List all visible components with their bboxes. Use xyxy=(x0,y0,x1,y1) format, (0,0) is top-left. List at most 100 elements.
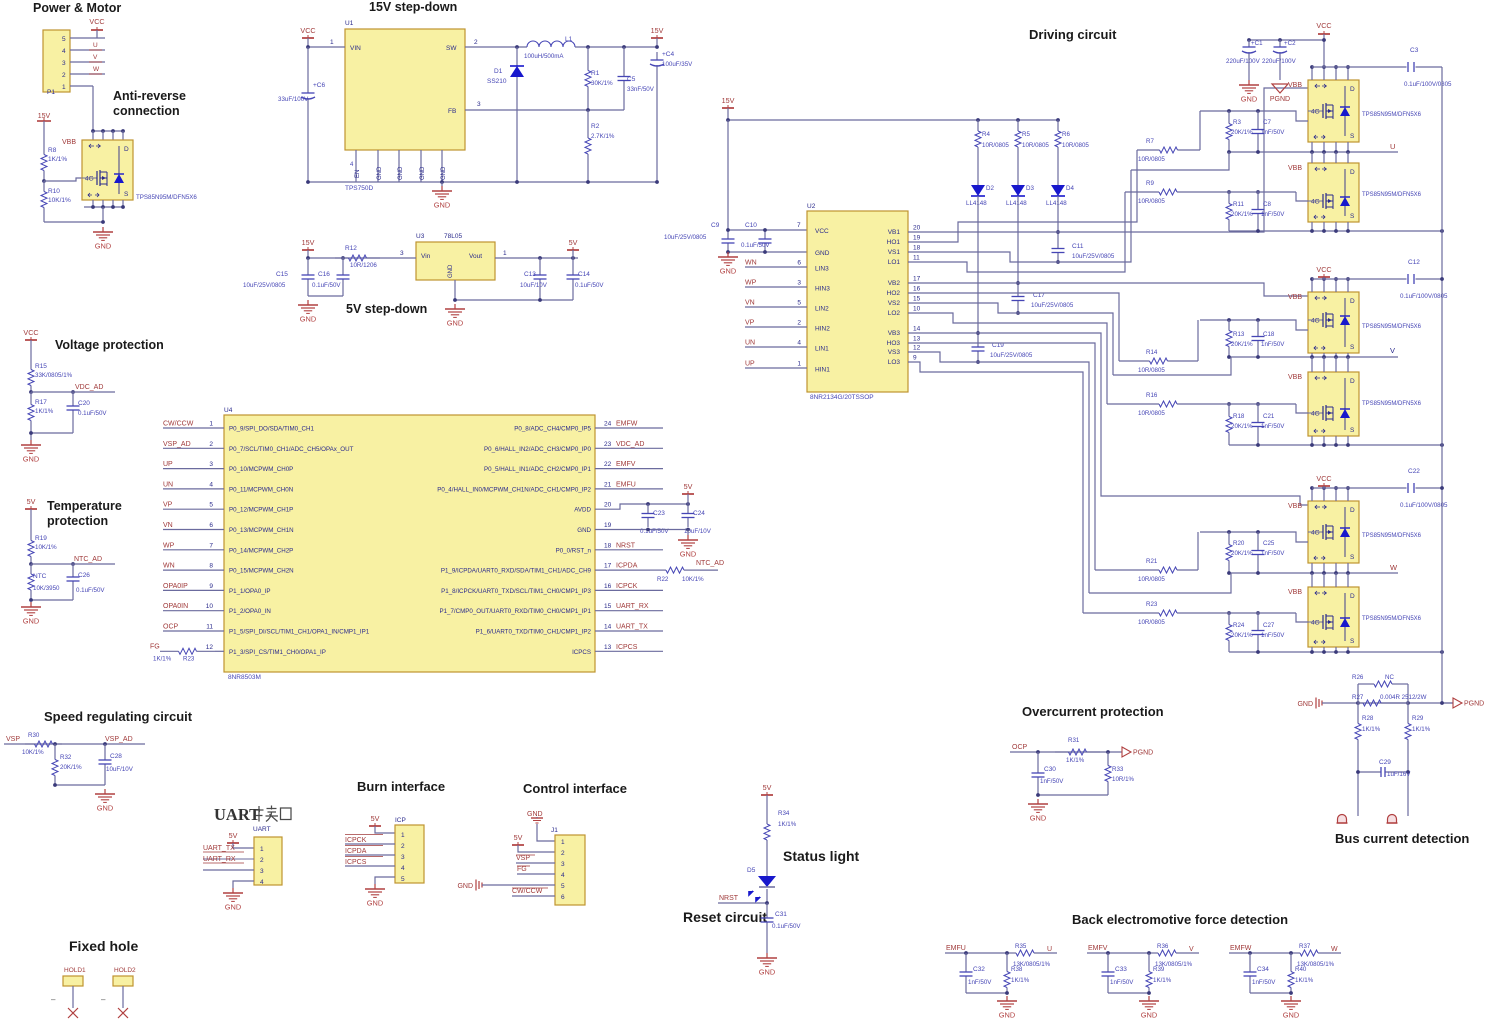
svg-text:C15: C15 xyxy=(276,271,288,278)
svg-text:C34: C34 xyxy=(1257,966,1269,973)
svg-text:HO1: HO1 xyxy=(887,239,901,246)
svg-text:D: D xyxy=(1350,169,1355,176)
svg-text:VCC: VCC xyxy=(815,228,829,235)
svg-text:2: 2 xyxy=(260,857,264,864)
svg-text:R9: R9 xyxy=(1146,180,1154,187)
svg-text:TPS750D: TPS750D xyxy=(345,185,373,192)
svg-text:LIN3: LIN3 xyxy=(815,266,829,273)
svg-text:R14: R14 xyxy=(1146,349,1158,356)
svg-text:TPS85N95M/DFN5X6: TPS85N95M/DFN5X6 xyxy=(1362,192,1422,198)
svg-text:C14: C14 xyxy=(578,271,590,278)
svg-text:S: S xyxy=(1350,638,1355,645)
svg-text:5: 5 xyxy=(797,300,801,307)
svg-text:LIN1: LIN1 xyxy=(815,346,829,353)
svg-text:C20: C20 xyxy=(78,400,90,407)
svg-text:4G: 4G xyxy=(1311,620,1320,627)
svg-text:R12: R12 xyxy=(345,245,357,252)
svg-text:HIN3: HIN3 xyxy=(815,286,830,293)
svg-text:5: 5 xyxy=(401,876,405,883)
svg-text:1K/1%: 1K/1% xyxy=(35,408,54,415)
svg-text:R33: R33 xyxy=(1112,766,1124,773)
svg-text:GND: GND xyxy=(95,242,111,251)
svg-text:HOLD1: HOLD1 xyxy=(64,967,86,974)
svg-text:EMFW: EMFW xyxy=(1230,945,1252,952)
svg-text:U: U xyxy=(1390,142,1395,151)
svg-text:VSP_AD: VSP_AD xyxy=(105,736,133,743)
svg-text:15: 15 xyxy=(604,603,612,610)
svg-text:P1_3/SPI_CS/TIM1_CH0/OPA1_IP: P1_3/SPI_CS/TIM1_CH0/OPA1_IP xyxy=(229,649,326,656)
svg-text:1K/1%: 1K/1% xyxy=(153,655,172,662)
svg-text:1: 1 xyxy=(797,361,801,368)
svg-text:Temperature: Temperature xyxy=(47,499,122,513)
svg-text:Driving circuit: Driving circuit xyxy=(1029,27,1117,42)
svg-text:WP: WP xyxy=(163,542,175,549)
svg-text:R11: R11 xyxy=(1233,201,1244,208)
svg-text:R28: R28 xyxy=(1362,715,1374,722)
svg-text:R6: R6 xyxy=(1062,131,1070,138)
svg-text:S: S xyxy=(1350,213,1355,220)
svg-text:HO2: HO2 xyxy=(887,290,901,297)
svg-text:13K/0805/1%: 13K/0805/1% xyxy=(1155,961,1193,968)
svg-text:4G: 4G xyxy=(1311,411,1320,418)
svg-text:P0_13/MCPWM_CH1N: P0_13/MCPWM_CH1N xyxy=(229,527,294,534)
svg-text:2: 2 xyxy=(797,320,801,327)
svg-text:D5: D5 xyxy=(747,867,756,874)
svg-text:10R/0805: 10R/0805 xyxy=(1138,619,1165,626)
svg-text:33uF/100V: 33uF/100V xyxy=(278,96,309,103)
svg-text:1: 1 xyxy=(62,84,66,91)
svg-text:C27: C27 xyxy=(1263,622,1275,629)
svg-text:VBB: VBB xyxy=(62,139,76,146)
svg-text:0.1uF/50V: 0.1uF/50V xyxy=(76,587,105,594)
svg-text:15V: 15V xyxy=(722,96,735,105)
svg-text:ICPDA: ICPDA xyxy=(345,848,367,855)
svg-text:VIN: VIN xyxy=(350,45,361,52)
svg-text:S: S xyxy=(1350,344,1355,351)
svg-text:1K/1%: 1K/1% xyxy=(1412,726,1431,733)
svg-text:GND: GND xyxy=(434,201,450,210)
svg-text:VCC: VCC xyxy=(1316,21,1331,30)
svg-text:GND: GND xyxy=(999,1011,1015,1020)
svg-text:SS210: SS210 xyxy=(487,78,507,85)
svg-text:33K/0805/1%: 33K/0805/1% xyxy=(35,372,73,379)
svg-text:10K/1%: 10K/1% xyxy=(48,197,71,204)
svg-text:5V: 5V xyxy=(27,497,36,506)
svg-text:Status light: Status light xyxy=(783,848,860,864)
svg-text:10R/1206: 10R/1206 xyxy=(350,262,377,269)
svg-text:ICPCK: ICPCK xyxy=(616,583,638,590)
svg-text:ICPDA: ICPDA xyxy=(616,563,638,570)
svg-text:10: 10 xyxy=(913,306,921,313)
svg-text:20K/1%: 20K/1% xyxy=(60,764,82,771)
svg-text:D1: D1 xyxy=(494,68,503,75)
svg-text:protection: protection xyxy=(47,514,108,528)
svg-text:S: S xyxy=(1350,427,1355,434)
svg-text:2: 2 xyxy=(474,39,478,46)
svg-text:C7: C7 xyxy=(1263,119,1271,126)
svg-text:0.1uF/50V: 0.1uF/50V xyxy=(772,923,801,930)
svg-text:13: 13 xyxy=(913,336,921,343)
svg-text:C30: C30 xyxy=(1044,766,1056,773)
svg-text:30K/1%: 30K/1% xyxy=(591,80,613,87)
svg-text:GND: GND xyxy=(23,617,39,626)
svg-text:V: V xyxy=(1189,946,1194,953)
svg-text:GND: GND xyxy=(398,166,404,180)
svg-text:Vout: Vout xyxy=(469,253,482,260)
svg-text:12: 12 xyxy=(913,345,921,352)
svg-text:WN: WN xyxy=(745,260,757,267)
svg-text:15V: 15V xyxy=(38,113,51,120)
svg-text:0.1uF/100V/0805: 0.1uF/100V/0805 xyxy=(1400,293,1448,300)
svg-text:C13: C13 xyxy=(524,271,536,278)
svg-text:VS1: VS1 xyxy=(888,249,901,256)
svg-text:C31: C31 xyxy=(775,911,787,918)
svg-text:9: 9 xyxy=(913,355,917,362)
svg-text:10K/1%: 10K/1% xyxy=(35,544,57,551)
svg-text:R32: R32 xyxy=(60,754,72,761)
svg-text:R4: R4 xyxy=(982,131,990,138)
svg-text:GND: GND xyxy=(527,811,543,818)
svg-text:3: 3 xyxy=(260,868,264,875)
svg-text:C33: C33 xyxy=(1115,966,1127,973)
svg-text:R10: R10 xyxy=(48,188,60,195)
svg-text:19: 19 xyxy=(913,235,921,242)
svg-text:5V: 5V xyxy=(684,482,693,491)
svg-text:2: 2 xyxy=(209,441,213,448)
svg-text:D: D xyxy=(124,146,129,153)
